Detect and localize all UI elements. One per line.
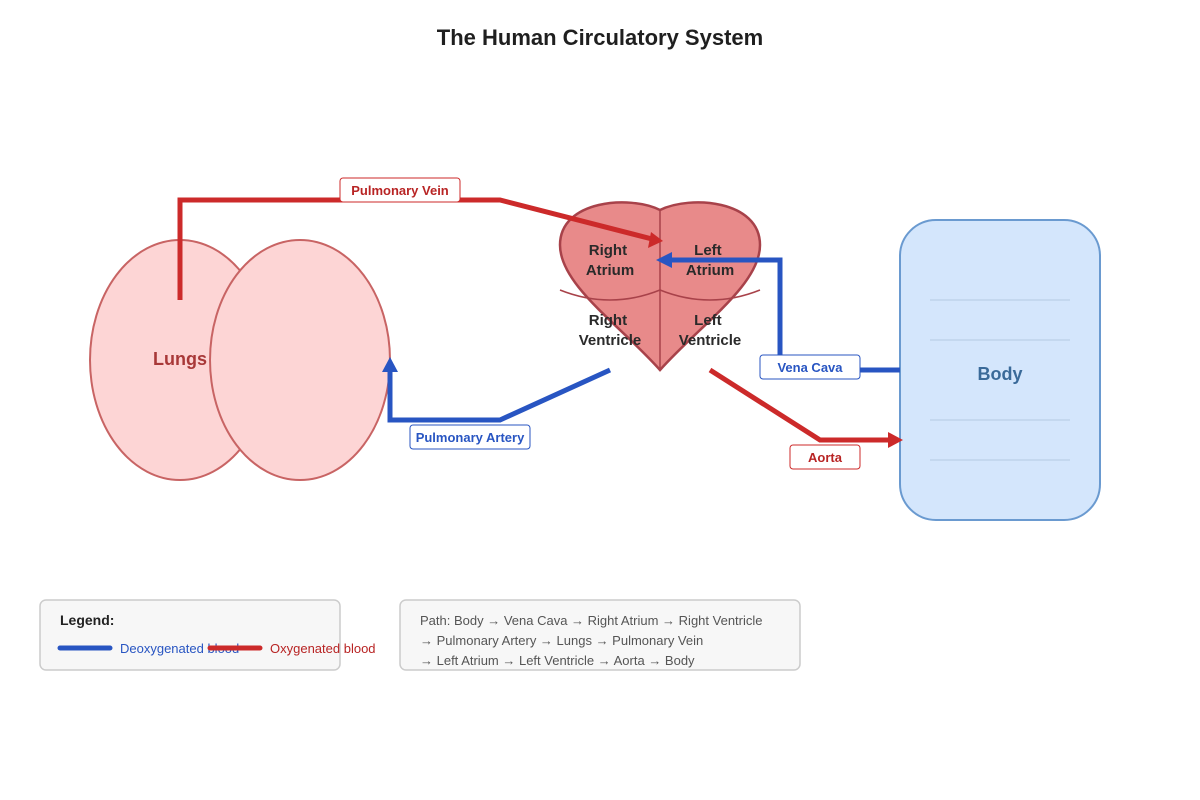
pulmonary-vein-label-box xyxy=(339,177,461,203)
body-organ: Body xyxy=(899,219,1101,521)
legend-box xyxy=(39,599,341,671)
diagram-title: The Human Circulatory System xyxy=(437,25,763,50)
right-atrium-label: Right Atrium xyxy=(586,242,634,279)
aorta-label: Aorta xyxy=(808,450,843,465)
vena-cava-label-box xyxy=(759,354,861,380)
left-atrium-label: Left Atrium xyxy=(686,242,734,279)
pulmonary-artery-line xyxy=(387,367,612,423)
legend-title: Legend: xyxy=(60,612,114,628)
vena-cava: Vena Cava xyxy=(656,252,900,380)
right-atrium-line-1: Right xyxy=(589,242,627,259)
pulmonary-vein-arrowhead xyxy=(648,232,663,248)
aorta-label-box xyxy=(789,444,861,470)
legend-deoxygenated-label: Deoxygenated blood xyxy=(120,641,239,656)
path-line-1: Path: Body → Vena Cava → Right Atrium → … xyxy=(420,613,763,628)
path-description: Path: Body → Vena Cava → Right Atrium → … xyxy=(399,599,801,671)
right-ventricle-line-1: Right xyxy=(589,312,627,329)
lungs-label: Lungs xyxy=(153,349,207,369)
path-box xyxy=(399,599,801,671)
aorta: Aorta xyxy=(708,367,903,470)
heart-valve-line xyxy=(559,289,761,301)
vena-cava-label: Vena Cava xyxy=(777,360,843,375)
right-ventricle-line-2: Ventricle xyxy=(579,332,642,349)
pulmonary-vein: Pulmonary Vein xyxy=(177,177,663,300)
aorta-line xyxy=(708,367,892,443)
left-atrium-line-2: Atrium xyxy=(686,262,734,279)
legend: Legend: Deoxygenated blood Oxygenated bl… xyxy=(39,599,376,671)
pulmonary-artery: Pulmonary Artery xyxy=(382,357,612,450)
path-line-3: → Left Atrium → Left Ventricle → Aorta →… xyxy=(420,653,695,668)
path-line-2: → Pulmonary Artery → Lungs → Pulmonary V… xyxy=(420,633,703,648)
right-ventricle-label: Right Ventricle xyxy=(579,312,642,349)
right-atrium-line-2: Atrium xyxy=(586,262,634,279)
lungs: Lungs xyxy=(89,239,391,481)
left-ventricle-line-2: Ventricle xyxy=(679,332,742,349)
left-ventricle-label: Left Ventricle xyxy=(679,312,742,349)
pulmonary-vein-label: Pulmonary Vein xyxy=(351,183,449,198)
vena-cava-arrowhead xyxy=(656,252,672,268)
left-atrium-line-1: Left xyxy=(694,242,722,259)
left-ventricle-line-1: Left xyxy=(694,312,722,329)
legend-oxygenated-label: Oxygenated blood xyxy=(270,641,376,656)
pulmonary-artery-label-box xyxy=(409,424,531,450)
heart: Right Atrium Left Atrium Right Ventricle… xyxy=(558,201,762,372)
aorta-arrowhead xyxy=(888,432,903,448)
body-label: Body xyxy=(978,364,1023,384)
right-lung xyxy=(209,239,391,481)
pulmonary-artery-arrowhead xyxy=(382,357,398,372)
pulmonary-artery-label: Pulmonary Artery xyxy=(416,430,525,445)
